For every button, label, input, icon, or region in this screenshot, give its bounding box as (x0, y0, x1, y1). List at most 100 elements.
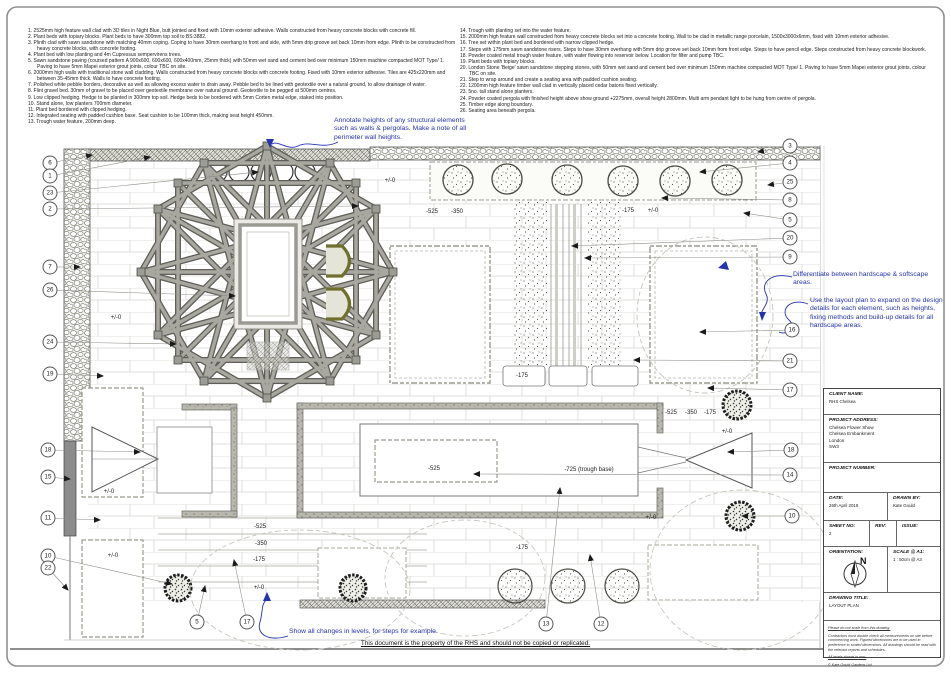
note-item: 18. Powder coated metal trough water fea… (460, 52, 725, 59)
title-block: CLIENT NAME: RHS Chelsea PROJECT ADDRESS… (823, 388, 941, 667)
client-name-label: CLIENT NAME: (829, 392, 864, 397)
note-balloon[interactable]: 22 (40, 560, 56, 576)
issue-value (897, 529, 941, 531)
level-label: -525 (664, 410, 678, 416)
annotation-leaders (258, 141, 809, 639)
client-name: RHS Chelsea (829, 399, 856, 404)
note-balloon[interactable]: 3 (782, 138, 798, 154)
note-balloon[interactable]: 21 (782, 353, 798, 369)
disclaimer-title: Please do not scale from this drawing. (828, 626, 891, 630)
central-water-feature (233, 218, 303, 371)
note-balloon[interactable]: 17 (239, 614, 255, 630)
scale-label: SCALE @ A1: (893, 550, 925, 555)
drawn-by-label: DRAWN BY: (893, 496, 921, 501)
note-balloon[interactable]: 18 (40, 442, 56, 458)
note-item: 2. Plant beds with topiary blocks. Plant… (28, 34, 207, 41)
note-balloon[interactable]: 13 (538, 616, 554, 632)
note-item: 14. Trough with planting set into the wa… (460, 28, 571, 34)
drawn-by-value: Kate Gould (893, 503, 915, 508)
bottom-trees (497, 568, 640, 604)
note-balloon[interactable]: 15 (40, 469, 56, 485)
annotation-arrows (263, 139, 766, 601)
sheet-no-label: SHEET NO: (829, 524, 856, 529)
project-number (824, 471, 940, 473)
sunken-bed (374, 439, 498, 483)
note-item: 11. Plant bed bordered with clipped hedg… (28, 106, 127, 113)
note-balloon[interactable]: 10 (784, 508, 800, 524)
note-item: 1. 2525mm high feature wall clad with 3D… (28, 28, 417, 34)
note-item: 21. Step to wrap around and create a sea… (460, 77, 638, 83)
water-troughs (91, 423, 753, 609)
drawing-title-label: DRAWING TITLE: (829, 596, 869, 601)
plinth (246, 341, 290, 371)
level-label: +/-0 (384, 178, 396, 184)
note-item: 10. Stand alone, low planters 700mm diam… (28, 100, 133, 107)
tree-canopy (636, 236, 774, 394)
level-label: -525 (253, 524, 267, 530)
date-label: DATE: (829, 496, 844, 501)
general-notes-right: 14. Trough with planting set into the wa… (460, 28, 932, 115)
note-balloon[interactable]: 8 (782, 192, 798, 208)
level-label: -175 (621, 208, 635, 214)
annotation-layout: Use the layout plan to expand on the des… (810, 297, 943, 329)
note-balloon[interactable]: 5 (189, 614, 205, 630)
level-label: -525 (425, 209, 439, 215)
project-number-label: PROJECT NUMBER: (829, 466, 876, 471)
stepping-stones (502, 365, 639, 387)
level-label: -350 (450, 209, 464, 215)
metal-trough-left (91, 426, 160, 493)
level-label: -175 (703, 410, 717, 416)
note-balloon[interactable]: 4 (782, 155, 798, 171)
note-balloon[interactable]: 7 (42, 259, 58, 275)
note-item: 5. Sawn sandstone paving (coursed patter… (28, 58, 445, 71)
note-balloon[interactable]: 20 (782, 230, 798, 246)
note-balloon[interactable]: 16 (784, 322, 800, 338)
annotation-levels: Show all changes in levels, for steps fo… (289, 628, 438, 635)
note-balloon[interactable]: 24 (42, 334, 58, 350)
note-balloon[interactable]: 25 (782, 174, 798, 190)
disclaimer-body: Contractors must double check all measur… (828, 633, 936, 652)
note-balloon[interactable]: 14 (782, 467, 798, 483)
note-balloon[interactable]: 2 (42, 201, 58, 217)
level-label: +/-0 (253, 585, 265, 591)
note-item: 24. Powder coated pergola with finished … (460, 95, 816, 102)
note-item: 3. Plinth clad with sawn sandstone with … (28, 40, 456, 53)
level-label: +/-0 (107, 553, 119, 559)
note-balloon[interactable]: 23 (42, 185, 58, 201)
feature-wall-bottom (299, 599, 546, 609)
property-note: This document is the property of the RHS… (360, 640, 591, 647)
project-address-line: Chelsea Embankment (829, 431, 875, 436)
annotation-heights: Annotate heights of any structural eleme… (334, 117, 467, 141)
integrated-seat (156, 426, 213, 494)
note-balloon[interactable]: 19 (42, 366, 58, 382)
note-balloon[interactable]: 17 (782, 382, 798, 398)
note-balloon[interactable]: 1 (42, 168, 58, 184)
level-label: -350 (254, 541, 268, 547)
note-item: 20. London Stone 'Beige' sawn sandstone … (460, 65, 926, 77)
steps (158, 517, 427, 583)
note-balloon[interactable]: 11 (40, 510, 56, 526)
rev-value (870, 529, 896, 531)
note-balloon[interactable]: 26 (42, 282, 58, 298)
flint-gravel-bed (502, 202, 639, 387)
note-item: 23. 5no. tall stand alone planters. (460, 89, 534, 96)
note-balloon[interactable]: 9 (782, 249, 798, 265)
level-label: -350 (684, 410, 698, 416)
note-item: 9. Low clipped hedging. Hedge to be plan… (28, 94, 344, 101)
note-item: 25. Timber edge along boundary. (460, 101, 534, 108)
note-item: 15. 2000mm high feature wall constructed… (460, 34, 890, 41)
svg-text:N: N (860, 556, 867, 566)
level-label: +/-0 (110, 315, 122, 321)
orientation-label: ORIENTATION: (829, 550, 863, 555)
levels-note: All levels shown in mm. (828, 655, 867, 660)
project-address-label: PROJECT ADDRESS: (829, 418, 878, 423)
note-balloon[interactable]: 5 (782, 212, 798, 228)
level-label: -725 (trough base) (564, 467, 614, 473)
level-label: -175 (252, 557, 266, 563)
note-balloon[interactable]: 12 (593, 616, 609, 632)
note-item: 17. Steps with 175mm sawn sandstone rise… (460, 46, 927, 53)
pebble-border-top (369, 146, 821, 161)
note-balloon[interactable]: 18 (783, 442, 799, 458)
seating-walls (181, 402, 664, 519)
note-item: 7. Polished white pebble borders, decora… (28, 82, 426, 89)
